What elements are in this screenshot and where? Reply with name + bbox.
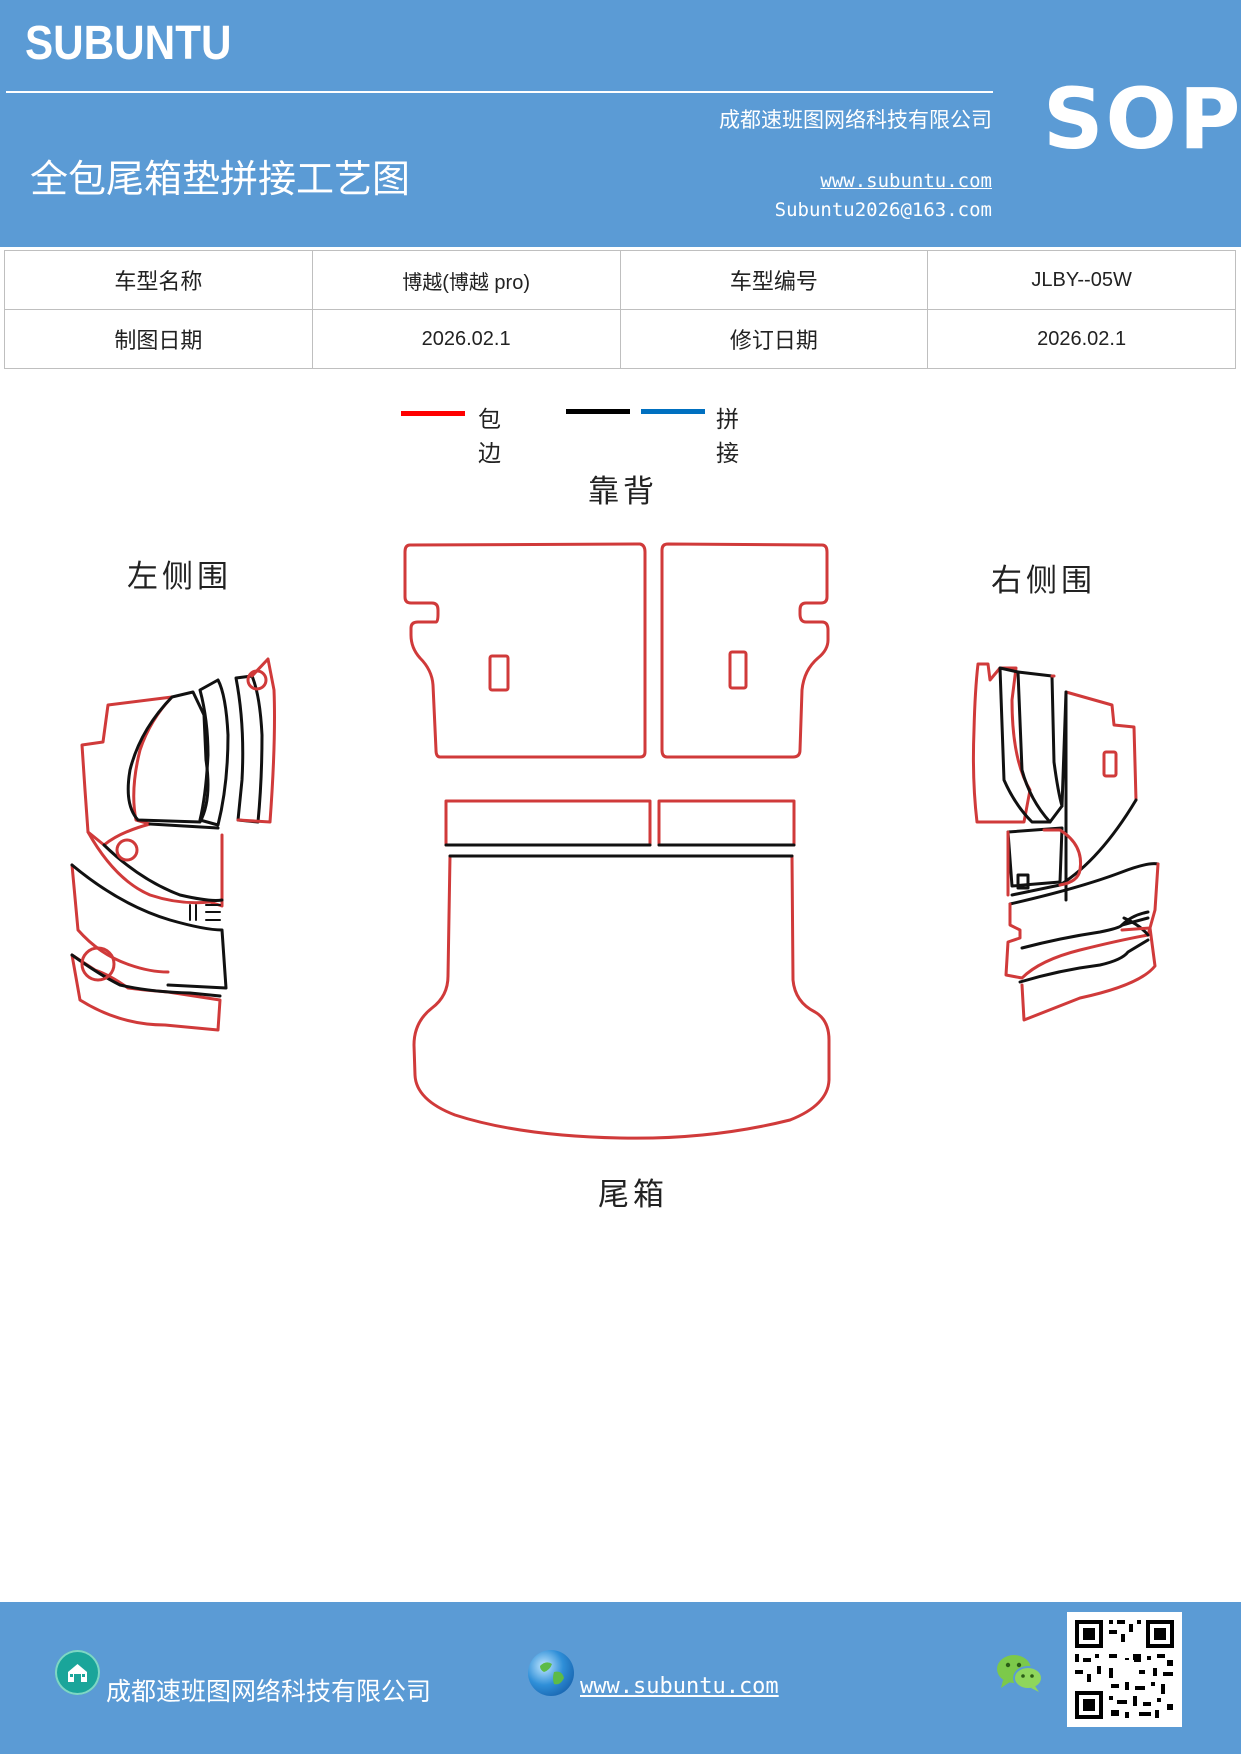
legend-swatch-edge — [401, 411, 465, 416]
label-trunk: 尾箱 — [598, 1177, 668, 1213]
footer-banner: 成都速班图网络科技有限公司 www.subuntu.com — [0, 1602, 1241, 1754]
label-right-side: 右侧围 — [991, 563, 1096, 599]
wechat-icon[interactable] — [995, 1652, 1045, 1694]
legend-label-edge: 包边 — [478, 407, 501, 467]
label-revise-date: 修订日期 — [619, 309, 929, 369]
backrest-right-panel — [660, 542, 830, 759]
table-row: 车型名称 博越(博越 pro) 车型编号 JLBY--05W — [4, 250, 1236, 310]
info-table: 车型名称 博越(博越 pro) 车型编号 JLBY--05W 制图日期 2026… — [4, 250, 1236, 369]
trunk-floor — [412, 854, 831, 1140]
sop-badge: SOP — [1043, 70, 1241, 168]
label-left-side: 左侧围 — [127, 559, 232, 595]
brand-logo: SUBUNTU — [25, 17, 232, 70]
value-model-code: JLBY--05W — [927, 250, 1236, 310]
home-icon — [55, 1650, 100, 1695]
label-model-name: 车型名称 — [4, 250, 313, 310]
strip-right — [657, 799, 796, 847]
right-side-panel — [971, 662, 1160, 1022]
table-row: 制图日期 2026.02.1 修订日期 2026.02.1 — [4, 309, 1236, 369]
label-model-code: 车型编号 — [619, 250, 929, 310]
legend-swatch-seam — [641, 409, 705, 414]
header-divider — [6, 91, 993, 93]
value-revise-date: 2026.02.1 — [927, 309, 1236, 369]
backrest-left-panel — [403, 542, 647, 759]
strip-left — [444, 799, 652, 847]
email-address: Subuntu2026@163.com — [774, 199, 992, 221]
globe-icon — [528, 1650, 574, 1696]
value-model-name: 博越(博越 pro) — [311, 250, 621, 310]
qr-code — [1067, 1612, 1182, 1727]
backrest-right-slot — [728, 650, 748, 690]
footer-website-link[interactable]: www.subuntu.com — [580, 1674, 779, 1699]
company-name: 成都速班图网络科技有限公司 — [719, 108, 992, 132]
page-title: 全包尾箱垫拼接工艺图 — [30, 157, 411, 201]
label-backrest: 靠背 — [588, 474, 658, 510]
label-draw-date: 制图日期 — [4, 309, 313, 369]
value-draw-date: 2026.02.1 — [311, 309, 621, 369]
header-banner: SUBUNTU 成都速班图网络科技有限公司 全包尾箱垫拼接工艺图 www.sub… — [0, 0, 1241, 247]
legend-swatch-black — [566, 409, 630, 414]
website-link[interactable]: www.subuntu.com — [820, 170, 992, 192]
footer-company-name: 成都速班图网络科技有限公司 — [106, 1677, 432, 1706]
legend-label-seam: 拼接 — [716, 407, 739, 467]
backrest-left-slot — [488, 654, 510, 692]
left-side-panel — [70, 657, 276, 1032]
